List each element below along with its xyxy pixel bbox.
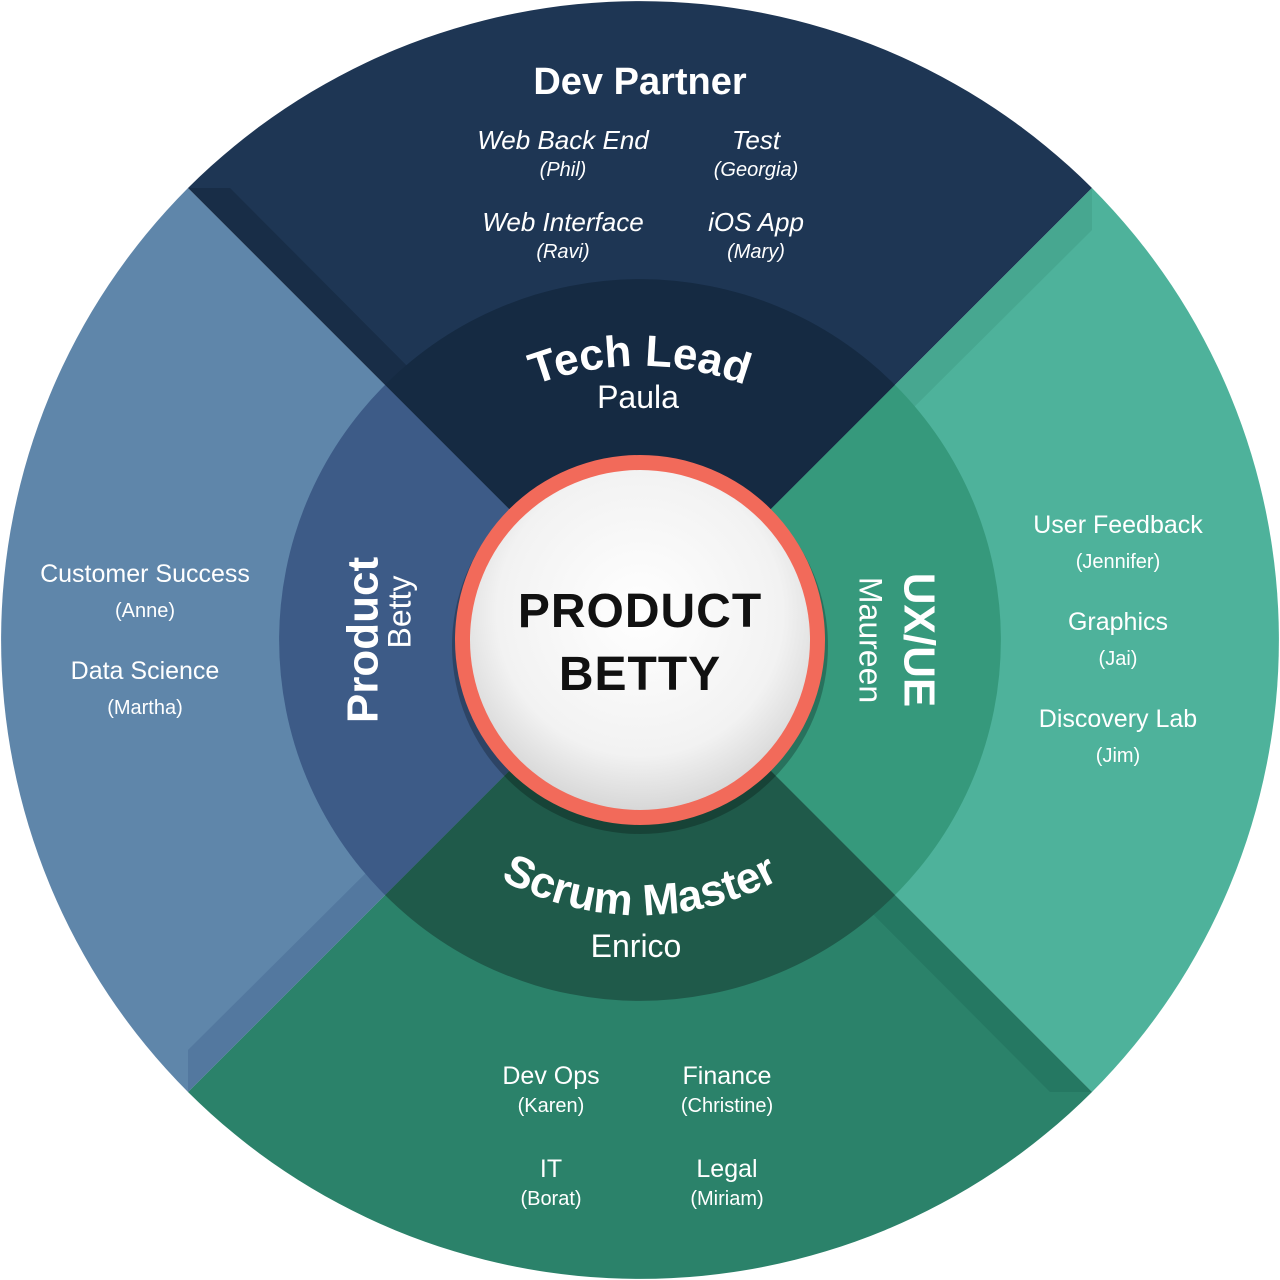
item-person: (Karen) <box>518 1095 585 1117</box>
item-label: Customer Success <box>40 560 250 588</box>
center-line-2: BETTY <box>559 648 721 701</box>
center-line-1: PRODUCT <box>518 585 762 638</box>
item-person: (Ravi) <box>536 241 589 263</box>
item-person: (Borat) <box>520 1188 581 1210</box>
item-person: (Mary) <box>727 241 785 263</box>
ux-role-title: UX/UE <box>894 573 943 707</box>
item-person: (Jim) <box>1096 745 1140 767</box>
tech-lead-name: Paula <box>597 379 679 415</box>
item-label: IT <box>540 1155 562 1183</box>
product-role-name: Betty <box>381 576 417 649</box>
item-label: Finance <box>683 1062 772 1090</box>
product-role-title: Product <box>339 557 388 724</box>
item-person: (Christine) <box>681 1095 773 1117</box>
item-person: (Jennifer) <box>1076 551 1160 573</box>
item-person: (Miriam) <box>690 1188 763 1210</box>
item-label: Web Interface <box>482 207 643 237</box>
dev-partner-title: Dev Partner <box>533 61 747 103</box>
item-person: (Jai) <box>1099 648 1138 670</box>
item-label: iOS App <box>708 207 804 237</box>
scrum-master-name: Enrico <box>591 928 682 964</box>
ux-role-name: Maureen <box>853 577 889 703</box>
item-label: Legal <box>696 1155 757 1183</box>
item-label: Graphics <box>1068 608 1168 636</box>
item-label: User Feedback <box>1033 511 1203 539</box>
item-person: (Martha) <box>107 697 183 719</box>
item-label: Discovery Lab <box>1039 705 1197 733</box>
item-person: (Phil) <box>540 159 587 181</box>
item-label: Data Science <box>71 657 220 685</box>
item-person: (Anne) <box>115 600 175 622</box>
item-label: Dev Ops <box>502 1062 599 1090</box>
center-disc <box>470 470 810 810</box>
item-person: (Georgia) <box>714 159 798 181</box>
item-label: Test <box>732 125 782 155</box>
item-label: Web Back End <box>477 125 650 155</box>
